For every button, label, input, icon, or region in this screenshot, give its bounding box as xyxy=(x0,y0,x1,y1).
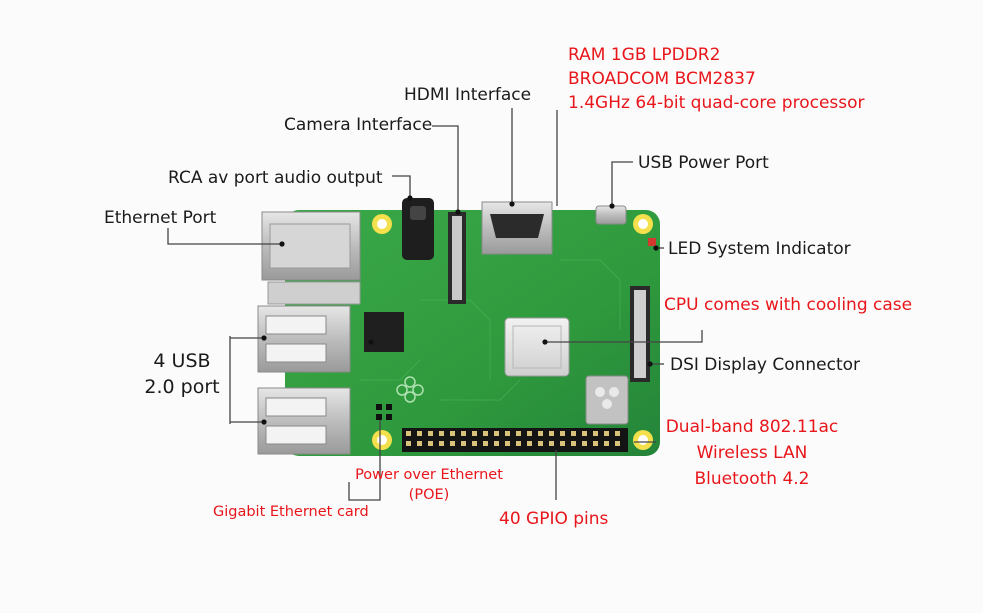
wireless-line1: Dual-band 802.11ac xyxy=(665,417,839,437)
poe-line1: Power over Ethernet xyxy=(355,467,503,483)
usb-stack-top xyxy=(257,305,351,373)
gpio-pin xyxy=(428,431,433,436)
gpio-pin xyxy=(527,441,532,446)
gpio-pin xyxy=(527,431,532,436)
gpio-pin xyxy=(483,431,488,436)
gpio-pin xyxy=(439,441,444,446)
label-led-indicator: LED System Indicator xyxy=(668,239,851,259)
gpio-pin xyxy=(494,441,499,446)
label-usb-power-port: USB Power Port xyxy=(638,153,769,173)
ethernet-jack xyxy=(261,211,361,305)
gpio-pin xyxy=(593,441,598,446)
label-processor: 1.4GHz 64-bit quad-core processor xyxy=(568,93,865,113)
label-dsi-connector: DSI Display Connector xyxy=(670,355,861,375)
pcb-board xyxy=(285,210,660,456)
label-gpio: 40 GPIO pins xyxy=(499,509,609,529)
gpio-pin xyxy=(549,431,554,436)
gpio-pin xyxy=(505,431,510,436)
label-usb-ports: 4 USB 2.0 port xyxy=(134,348,230,400)
gpio-pin xyxy=(571,441,576,446)
gpio-pin xyxy=(494,431,499,436)
usb-ports-line2: 2.0 port xyxy=(144,376,220,398)
usb-ports-line1: 4 USB xyxy=(153,350,211,372)
mounting-holes xyxy=(372,214,653,450)
label-ram: RAM 1GB LPDDR2 xyxy=(568,45,721,65)
label-gigabit-ethernet: Gigabit Ethernet card xyxy=(213,504,369,520)
gpio-pin xyxy=(461,441,466,446)
gpio-pin xyxy=(472,431,477,436)
gpio-pin xyxy=(439,431,444,436)
cpu-package xyxy=(504,317,570,377)
gpio-pin xyxy=(560,431,565,436)
wireless-line3: Bluetooth 4.2 xyxy=(694,469,810,489)
label-poe: Power over Ethernet (POE) xyxy=(346,465,512,505)
gpio-pin xyxy=(406,441,411,446)
gpio-pin xyxy=(516,441,521,446)
label-soc: BROADCOM BCM2837 xyxy=(568,69,756,89)
gpio-pin xyxy=(571,431,576,436)
gpio-pin xyxy=(560,441,565,446)
gpio-pin xyxy=(406,431,411,436)
gpio-pin xyxy=(538,431,543,436)
gpio-pin xyxy=(549,441,554,446)
label-rca-port: RCA av port audio output xyxy=(168,168,383,188)
micro-usb-port xyxy=(595,205,627,225)
gpio-pin xyxy=(604,431,609,436)
led xyxy=(648,238,656,246)
leader-dots xyxy=(261,195,659,425)
gpio-pin xyxy=(615,441,620,446)
gpio-pin xyxy=(417,441,422,446)
raspberry-logo xyxy=(396,376,424,403)
label-wireless: Dual-band 802.11ac Wireless LAN Bluetoot… xyxy=(662,414,842,492)
lan-chip xyxy=(364,312,404,352)
usb-stack-bottom xyxy=(257,387,351,455)
gpio-pin xyxy=(417,431,422,436)
wireless-module xyxy=(585,375,629,425)
gpio-pin xyxy=(516,431,521,436)
poe-header xyxy=(376,404,392,420)
gpio-header xyxy=(402,428,628,452)
hdmi-port xyxy=(481,201,553,255)
gpio-pin xyxy=(450,431,455,436)
gpio-pin xyxy=(461,431,466,436)
label-ethernet-port: Ethernet Port xyxy=(104,208,217,228)
label-hdmi-interface: HDMI Interface xyxy=(404,85,532,105)
label-camera-interface: Camera Interface xyxy=(284,115,433,135)
label-cpu-cooling: CPU comes with cooling case xyxy=(664,295,913,315)
gpio-pin xyxy=(472,441,477,446)
gpio-pin xyxy=(538,441,543,446)
gpio-pin xyxy=(615,431,620,436)
gpio-pin xyxy=(450,441,455,446)
wireless-line2: Wireless LAN xyxy=(696,443,808,463)
gpio-pin xyxy=(505,441,510,446)
gpio-pin xyxy=(428,441,433,446)
gpio-pin xyxy=(582,431,587,436)
gpio-pin xyxy=(582,441,587,446)
gpio-pin xyxy=(483,441,488,446)
gpio-pin xyxy=(604,441,609,446)
gpio-pin xyxy=(593,431,598,436)
leader-lines xyxy=(167,108,703,501)
poe-line2: (POE) xyxy=(408,487,450,503)
